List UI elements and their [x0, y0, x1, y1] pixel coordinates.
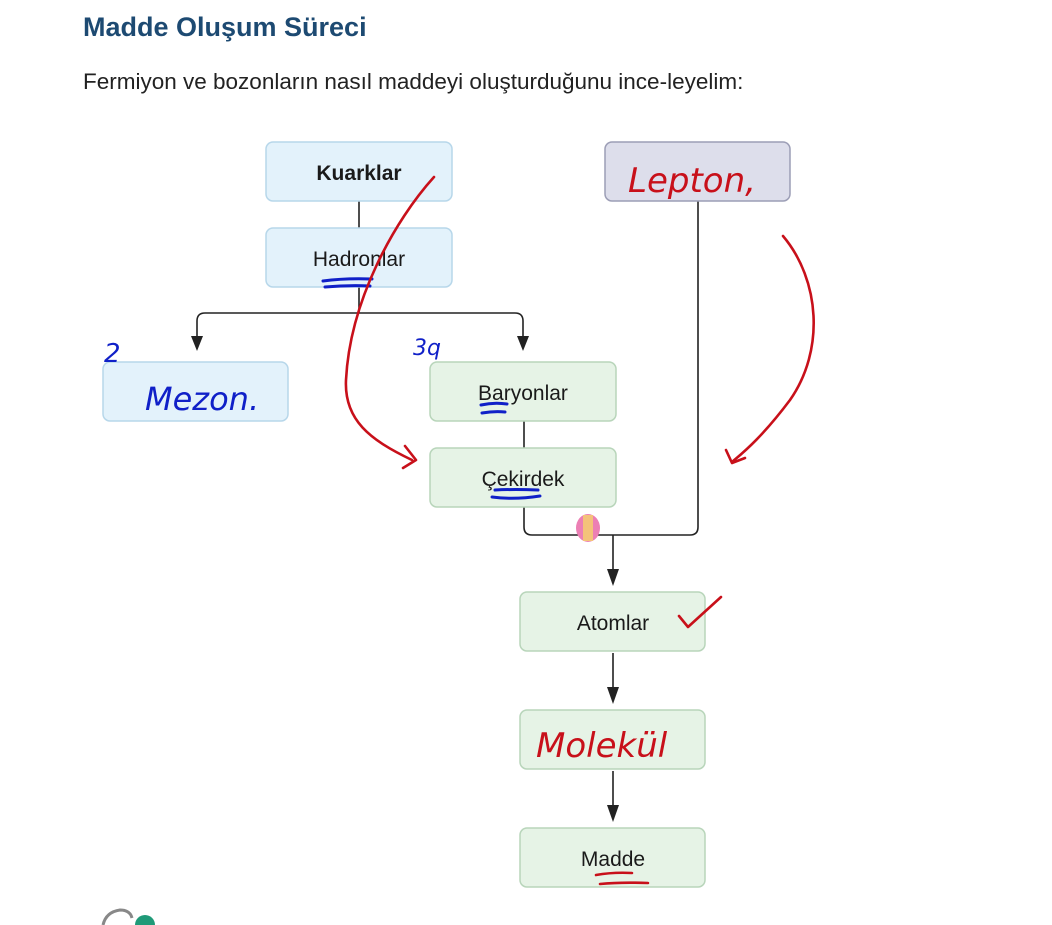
node-label: Hadronlar — [313, 248, 405, 271]
edge-merge — [523, 201, 699, 536]
red-arrow-lepton-to-merge — [730, 234, 815, 464]
arrowhead-icon — [191, 336, 203, 351]
red-arrowhead-icon — [724, 448, 747, 465]
red-annotations: Lepton, Molekül — [536, 161, 756, 766]
section-title: Madde Oluşum Süreci — [83, 12, 367, 42]
arrowhead-icon — [607, 805, 619, 822]
partial-icon — [101, 908, 155, 925]
node-label: Çekirdek — [482, 468, 565, 491]
arrowhead-icon — [607, 687, 619, 704]
node-molekul — [519, 709, 706, 770]
node-label: Kuarklar — [316, 162, 401, 185]
node-label: Atomlar — [577, 612, 649, 635]
arrowhead-icon — [607, 569, 619, 586]
blue-annotations: Mezon. 2 3q — [104, 336, 441, 418]
arrowheads — [191, 336, 619, 822]
red-check-icon — [677, 595, 723, 629]
node-atomlar: Atomlar — [519, 591, 706, 652]
red-strokes — [344, 175, 815, 886]
red-arrowhead-icon — [401, 444, 418, 470]
node-kuarklar: Kuarklar — [265, 141, 453, 202]
node-madde: Madde — [519, 827, 706, 888]
red-arrow-kuarklar-to-cekirdek — [344, 175, 436, 462]
edge-branch — [196, 312, 524, 337]
blue-underlines — [321, 277, 542, 500]
node-cekirdek: Çekirdek — [429, 447, 617, 508]
red-underline — [594, 871, 650, 886]
handwritten-baryon-count: 3q — [413, 336, 441, 361]
node-hadronlar: Hadronlar — [265, 227, 453, 288]
handwritten-lepton: Lepton, — [628, 161, 756, 201]
handwritten-mezon: Mezon. — [145, 380, 259, 418]
node-mezon — [102, 361, 289, 422]
handwritten-molekul: Molekül — [536, 726, 668, 766]
pen-cursor-icon — [576, 514, 600, 542]
handwritten-mezon-count: 2 — [104, 339, 121, 369]
intro-paragraph: Fermiyon ve bozonların nasıl maddeyi olu… — [83, 69, 744, 94]
node-lepton — [604, 141, 791, 202]
node-label: Madde — [581, 848, 645, 871]
connectors — [196, 201, 699, 806]
node-label: Baryonlar — [478, 382, 568, 405]
node-baryonlar: Baryonlar — [429, 361, 617, 422]
arrowhead-icon — [517, 336, 529, 351]
